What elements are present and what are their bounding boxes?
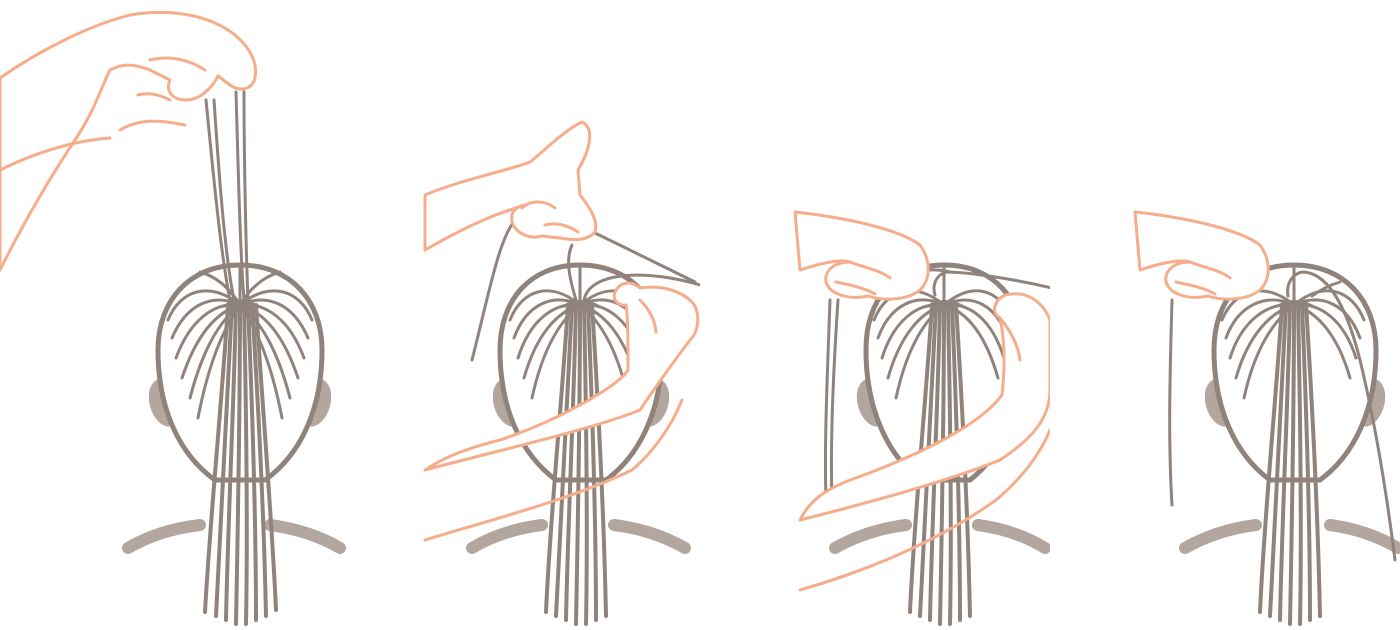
left-hand-shape — [795, 212, 928, 299]
left-shoulder — [835, 525, 906, 548]
head-back-view — [1185, 265, 1398, 624]
hand — [1135, 212, 1268, 299]
step-3-panel — [700, 0, 1050, 630]
left-shoulder — [1185, 525, 1256, 548]
step-1-drawing — [0, 0, 350, 630]
right-shoulder — [978, 525, 1045, 548]
left-shoulder — [472, 525, 542, 548]
upper-hand-shape — [425, 122, 596, 250]
head-back-view — [128, 265, 340, 624]
right-shoulder — [270, 525, 340, 548]
step-3-drawing — [700, 0, 1050, 630]
left-hand — [795, 212, 928, 299]
step-4-panel — [1050, 0, 1400, 630]
upper-hand — [425, 122, 596, 250]
right-shoulder — [1330, 525, 1398, 548]
step-4-drawing — [1050, 0, 1400, 630]
step-2-panel — [350, 0, 700, 630]
step-2-drawing — [350, 0, 700, 630]
hand-shape — [1135, 212, 1268, 299]
step-1-panel — [0, 0, 350, 630]
left-shoulder — [128, 525, 200, 548]
right-shoulder — [614, 525, 685, 548]
